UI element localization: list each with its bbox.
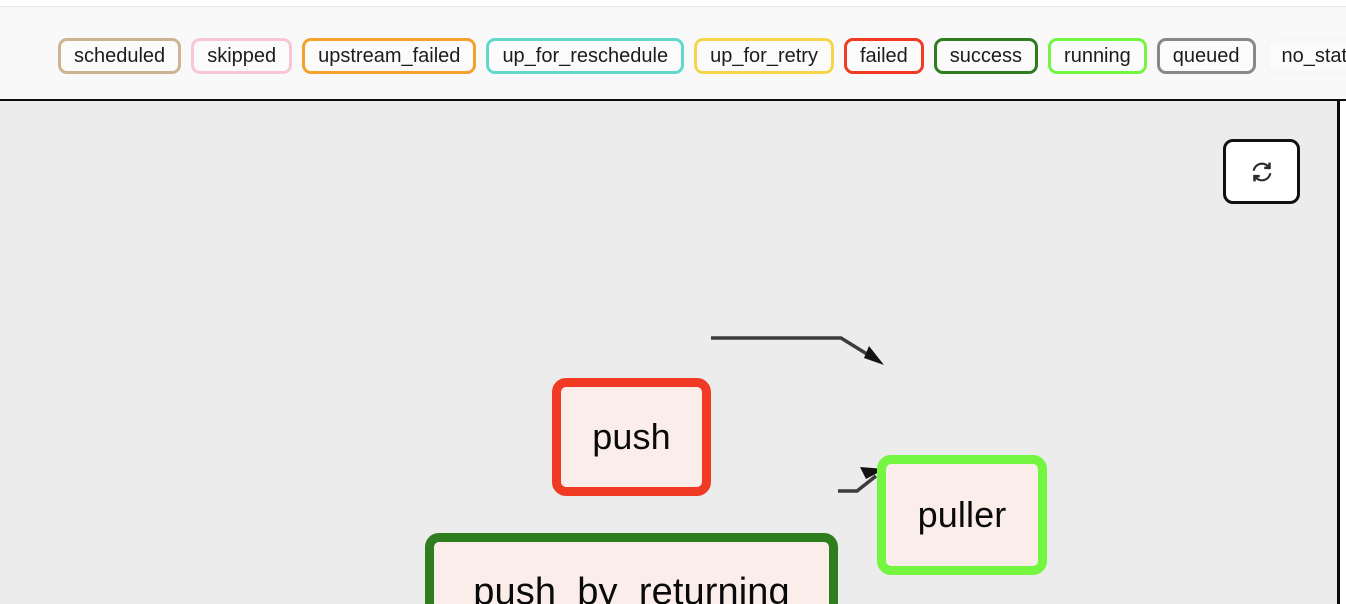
legend-item-running[interactable]: running [1048,38,1147,74]
task-status-legend-bar: scheduled skipped upstream_failed up_for… [0,7,1346,101]
graph-node-label: push_by_returning [473,570,790,604]
legend-item-label: up_for_retry [710,45,818,67]
graph-node-puller[interactable]: puller [877,455,1047,575]
legend-item-up-for-retry[interactable]: up_for_retry [694,38,834,74]
refresh-icon [1247,157,1277,187]
legend-item-label: failed [859,45,908,67]
legend-item-scheduled[interactable]: scheduled [58,38,182,74]
refresh-button[interactable] [1223,139,1300,204]
legend-item-upstream-failed[interactable]: upstream_failed [302,38,477,74]
graph-node-push[interactable]: push [552,378,711,496]
legend-item-up-for-reschedule[interactable]: up_for_reschedule [486,38,685,74]
legend-item-label: up_for_reschedule [502,45,669,67]
legend-item-failed[interactable]: failed [843,38,924,74]
legend-item-label: skipped [207,45,277,67]
edge-push-to-puller [711,336,876,361]
graph-node-push-by-returning[interactable]: push_by_returning [425,533,838,604]
top-divider [0,6,1346,7]
legend-item-skipped[interactable]: skipped [191,38,293,74]
edge-arrowhead [864,346,884,365]
legend-item-queued[interactable]: queued [1156,38,1256,74]
legend-item-no-status[interactable]: no_status [1265,38,1346,74]
graph-node-label: puller [917,494,1007,535]
graph-node-label: push [592,416,671,457]
legend-item-label: upstream_failed [318,45,461,67]
legend-item-label: queued [1172,45,1240,67]
legend-item-success[interactable]: success [933,38,1039,74]
legend-item-label: running [1064,45,1131,67]
edge-push-by-returning-to-puller [838,474,878,493]
legend-item-label: scheduled [74,45,166,67]
graph-edges-layer [711,336,885,493]
legend-items: scheduled skipped upstream_failed up_for… [58,38,1346,74]
dag-graph-canvas[interactable]: push push_by_returning puller [0,101,1340,604]
legend-item-label: success [949,45,1023,67]
legend-item-label: no_status [1281,45,1346,67]
